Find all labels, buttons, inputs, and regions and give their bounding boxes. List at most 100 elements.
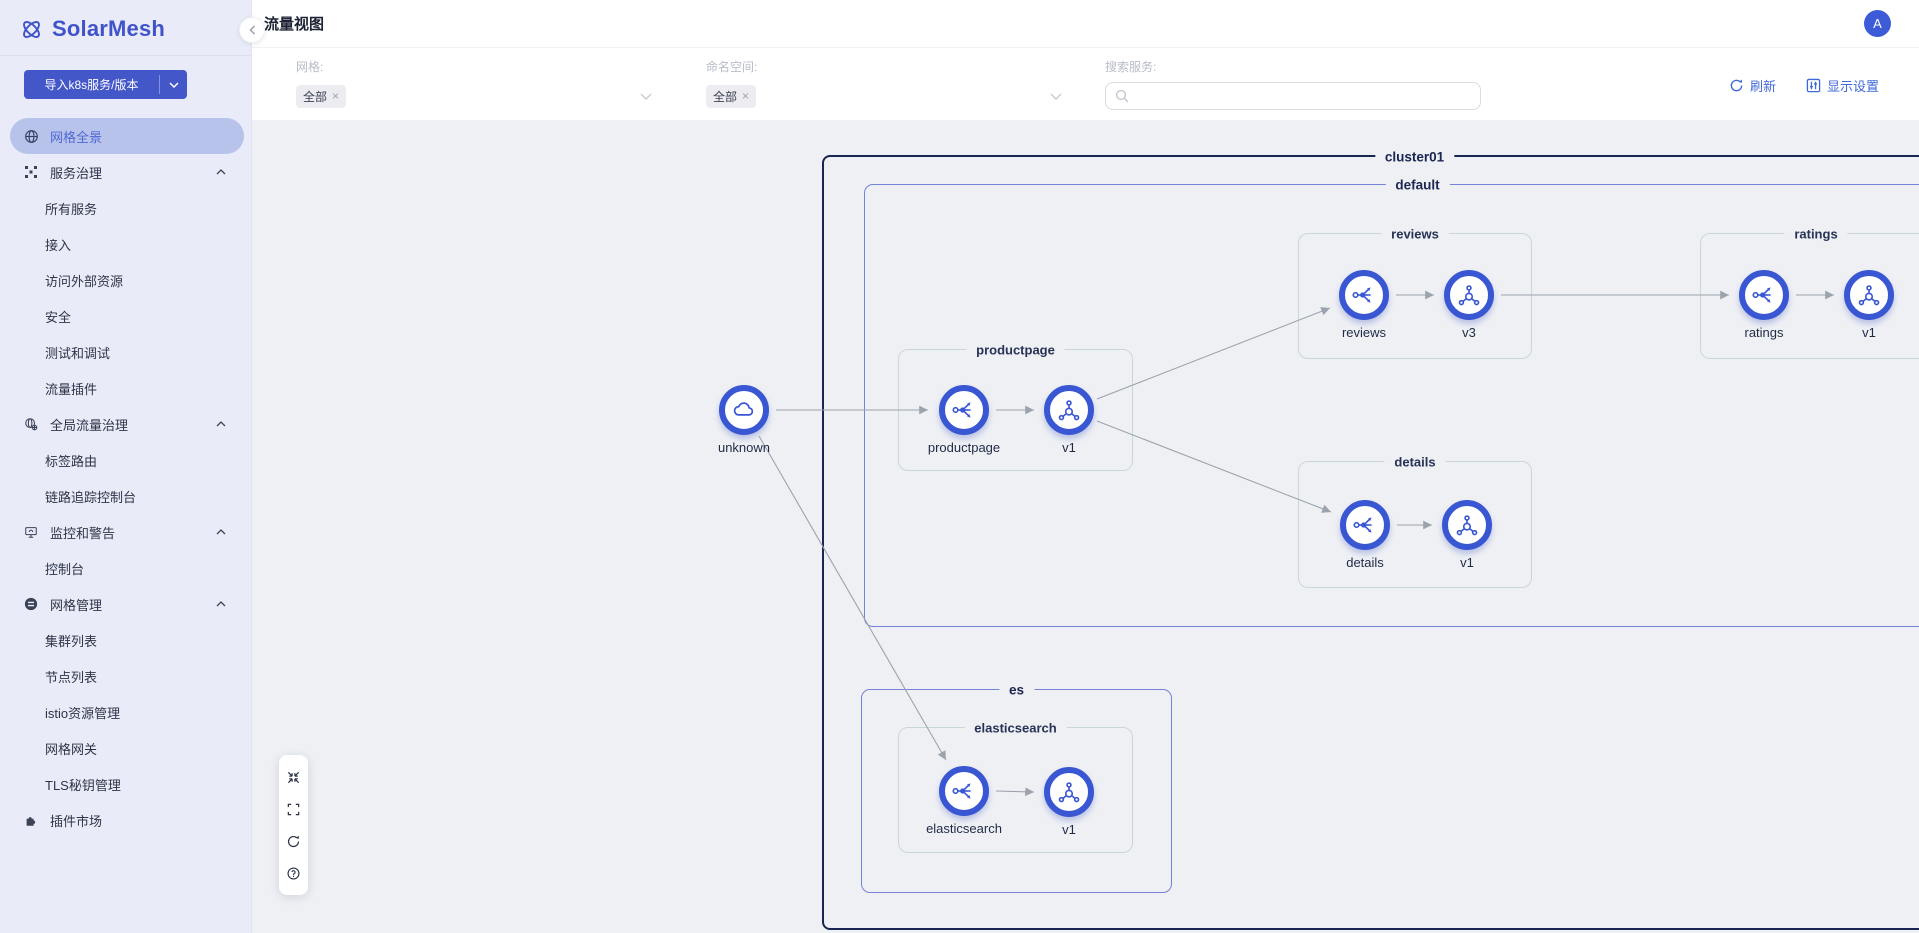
chevron-up-icon[interactable] — [216, 421, 226, 427]
sidebar-item-label: 网格管理 — [50, 597, 103, 613]
sidebar-collapse-button[interactable] — [239, 17, 265, 43]
display-settings-label: 显示设置 — [1826, 79, 1879, 94]
service-icon — [952, 402, 972, 418]
namespace-select[interactable]: 全部 × — [706, 82, 1066, 110]
fullscreen-button[interactable] — [279, 793, 308, 825]
chevron-up-icon[interactable] — [216, 529, 226, 535]
sidebar-item-label: 监控和警告 — [50, 525, 116, 541]
graph-node-unknown[interactable]: unknown — [718, 385, 770, 455]
mesh-admin-icon — [24, 597, 39, 611]
sidebar-item-label: 全局流量治理 — [50, 417, 129, 433]
help-icon — [287, 866, 300, 880]
sidebar-item-mesh-gateway[interactable]: 网格网关 — [45, 741, 98, 757]
page-title: 流量视图 — [264, 16, 325, 33]
graph-node-reviews-service[interactable]: reviews — [1339, 270, 1389, 340]
sidebar-item-tracing-console[interactable]: 链路追踪控制台 — [45, 489, 137, 505]
graph-node-details-v1[interactable]: v1 — [1442, 500, 1492, 570]
sidebar-item-security[interactable]: 安全 — [45, 309, 72, 325]
canvas-toolbar — [279, 755, 308, 895]
workload-icon — [1058, 782, 1080, 803]
chevron-down-icon[interactable] — [160, 70, 187, 99]
top-bar: 流量视图 A — [239, 0, 1919, 48]
sidebar-item-mesh-overview[interactable]: 网格全景 — [10, 118, 244, 154]
service-group-ratings: ratings — [1700, 226, 1919, 359]
sidebar: SolarMesh 导入k8s服务/版本 网格全景 服务治理 所有服务 接入 访… — [0, 0, 252, 933]
sidebar-item-plugin-market[interactable]: 插件市场 — [0, 802, 252, 838]
graph-node-elasticsearch-service[interactable]: elasticsearch — [926, 766, 1002, 836]
service-icon — [1352, 287, 1372, 303]
graph-node-elasticsearch-v1[interactable]: v1 — [1044, 767, 1094, 837]
graph-node-details-service[interactable]: details — [1340, 500, 1390, 570]
traffic-graph-canvas[interactable]: cluster01 default es productpage reviews… — [252, 120, 1919, 933]
filter-actions: 刷新 显示设置 — [1729, 76, 1879, 95]
help-button[interactable] — [279, 857, 308, 889]
sidebar-item-external-resources[interactable]: 访问外部资源 — [45, 273, 124, 289]
monitor-alert-icon — [24, 525, 39, 539]
sidebar-item-test-debug[interactable]: 测试和调试 — [45, 345, 111, 361]
fit-view-icon — [287, 771, 300, 783]
chevron-up-icon[interactable] — [216, 601, 226, 607]
sidebar-item-traffic-plugins[interactable]: 流量插件 — [45, 381, 98, 397]
sidebar-item-label: 插件市场 — [50, 813, 103, 829]
sidebar-item-label: 服务治理 — [50, 165, 103, 181]
workload-icon — [1456, 515, 1478, 536]
divider — [159, 75, 160, 94]
remove-tag-icon[interactable]: × — [332, 89, 340, 103]
sidebar-item-access[interactable]: 接入 — [45, 237, 72, 253]
globe-icon — [24, 129, 39, 144]
mesh-select[interactable]: 全部 × — [296, 82, 656, 110]
sidebar-item-all-services[interactable]: 所有服务 — [45, 201, 98, 217]
sidebar-item-node-list[interactable]: 节点列表 — [45, 669, 98, 685]
main-area: 流量视图 A 网格: 全部 × 命名空间: — [239, 0, 1919, 933]
sidebar-menu: 网格全景 服务治理 所有服务 接入 访问外部资源 安全 测试和调试 流量插件 全… — [0, 118, 252, 838]
service-icon — [1752, 287, 1772, 303]
sidebar-item-mesh-admin[interactable]: 网格管理 — [0, 586, 252, 622]
workload-icon — [1458, 285, 1480, 306]
chevron-down-icon — [640, 93, 652, 100]
sidebar-item-label: 网格全景 — [50, 129, 103, 145]
namespace-filter: 命名空间: 全部 × — [706, 58, 1066, 110]
user-avatar[interactable]: A — [1864, 10, 1891, 37]
mesh-selected-tag: 全部 × — [296, 84, 347, 108]
graph-node-productpage-v1[interactable]: v1 — [1044, 385, 1094, 455]
graph-node-ratings-service[interactable]: ratings — [1739, 270, 1789, 340]
display-settings-icon — [1806, 78, 1821, 93]
reload-layout-button[interactable] — [279, 825, 308, 857]
remove-tag-icon[interactable]: × — [742, 89, 750, 103]
plugin-market-icon — [24, 813, 39, 827]
chevron-up-icon[interactable] — [216, 169, 226, 175]
search-box — [1105, 82, 1481, 110]
import-k8s-button[interactable]: 导入k8s服务/版本 — [24, 70, 187, 99]
cluster-label: cluster01 — [1374, 149, 1455, 165]
fit-view-button[interactable] — [279, 761, 308, 793]
display-settings-button[interactable]: 显示设置 — [1806, 76, 1879, 95]
sidebar-item-global-traffic[interactable]: 全局流量治理 — [0, 406, 252, 442]
search-filter: 搜索服务: — [1105, 58, 1481, 110]
sidebar-item-cluster-list[interactable]: 集群列表 — [45, 633, 98, 649]
global-traffic-icon — [24, 417, 39, 431]
namespace-box-default: default — [864, 177, 1919, 627]
sidebar-item-istio-resources[interactable]: istio资源管理 — [45, 705, 121, 721]
solarmesh-logo-icon — [20, 18, 43, 41]
mesh-filter-label: 网格: — [296, 60, 324, 74]
workload-icon — [1058, 400, 1080, 421]
graph-node-productpage-service[interactable]: productpage — [928, 385, 1000, 455]
logo: SolarMesh — [0, 0, 251, 42]
graph-node-reviews-v3[interactable]: v3 — [1444, 270, 1494, 340]
service-icon — [952, 783, 972, 799]
namespace-label: es — [998, 682, 1035, 698]
namespace-selected-tag: 全部 × — [706, 84, 757, 108]
refresh-icon — [1729, 78, 1744, 93]
sidebar-item-label-routing[interactable]: 标签路由 — [45, 453, 98, 469]
sidebar-item-monitor-alert[interactable]: 监控和警告 — [0, 514, 252, 550]
filter-bar: 网格: 全部 × 命名空间: 全部 × — [252, 48, 1919, 120]
service-group-reviews: reviews — [1298, 226, 1532, 359]
namespace-filter-label: 命名空间: — [706, 60, 758, 74]
search-icon — [1115, 89, 1129, 103]
sidebar-item-service-governance[interactable]: 服务治理 — [0, 154, 252, 190]
graph-node-ratings-v1[interactable]: v1 — [1844, 270, 1894, 340]
refresh-button[interactable]: 刷新 — [1729, 76, 1776, 95]
sidebar-item-console[interactable]: 控制台 — [45, 561, 85, 577]
sidebar-item-tls-keys[interactable]: TLS秘钥管理 — [45, 777, 121, 793]
search-input[interactable] — [1135, 84, 1480, 108]
